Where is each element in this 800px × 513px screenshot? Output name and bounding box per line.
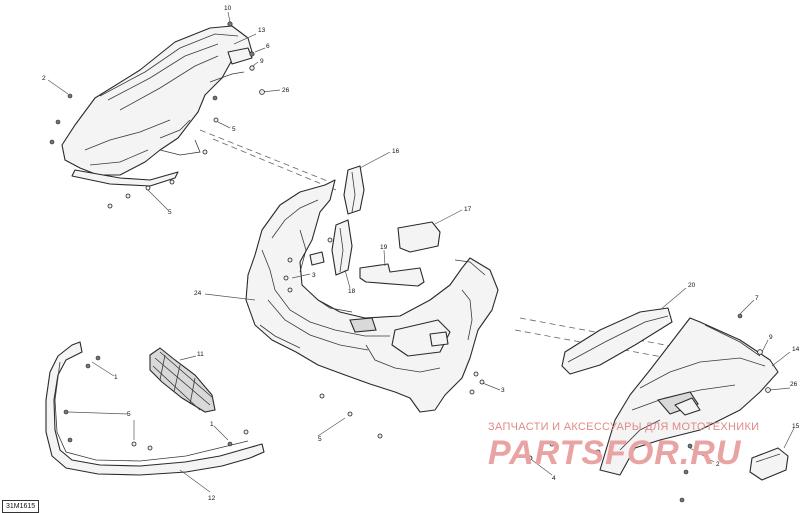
callout-14: 14 xyxy=(792,346,800,353)
nut-icon xyxy=(202,149,208,155)
callout-26: 26 xyxy=(282,87,290,94)
washer-icon xyxy=(765,387,771,393)
callout-2: 2 xyxy=(42,75,46,82)
foam-block-16 xyxy=(343,165,365,215)
nut-icon xyxy=(147,445,153,451)
callout-3: 3 xyxy=(501,387,505,394)
screw-icon xyxy=(49,139,55,145)
nut-icon xyxy=(131,441,137,447)
callout-19: 19 xyxy=(380,244,388,251)
callout-labels: 10 13 6 9 26 2 5 5 16 17 19 18 3 24 20 7… xyxy=(42,5,800,502)
lower-skid-plate xyxy=(599,317,779,476)
screw-icon xyxy=(95,355,101,361)
screw-icon xyxy=(227,21,233,27)
callout-1: 1 xyxy=(210,421,214,428)
callout-9: 9 xyxy=(769,334,773,341)
callout-12: 12 xyxy=(208,495,216,502)
screw-icon xyxy=(687,443,693,449)
screw-icon xyxy=(63,409,69,415)
callout-5: 5 xyxy=(127,411,131,418)
screw-icon xyxy=(227,441,233,447)
callout-13: 13 xyxy=(258,27,266,34)
screw-icon xyxy=(212,95,218,101)
callout-26: 26 xyxy=(790,381,798,388)
nut-icon xyxy=(347,411,353,417)
nut-icon xyxy=(327,237,333,243)
nut-icon xyxy=(243,429,249,435)
callout-1: 1 xyxy=(114,374,118,381)
screw-icon xyxy=(249,51,255,57)
nut-icon xyxy=(169,179,175,185)
callout-3: 3 xyxy=(312,272,316,279)
fasteners xyxy=(49,21,771,503)
nut-icon xyxy=(479,379,485,385)
screw-icon xyxy=(679,497,685,503)
screw-icon xyxy=(683,469,689,475)
front-fascia xyxy=(245,179,499,413)
alignment-lines xyxy=(199,129,693,363)
upper-fairing-panel xyxy=(61,25,253,187)
callout-24: 24 xyxy=(194,290,202,297)
screw-icon xyxy=(85,363,91,369)
nut-icon xyxy=(595,449,601,455)
callout-18: 18 xyxy=(348,288,356,295)
callout-17: 17 xyxy=(464,206,472,213)
bracket-15 xyxy=(749,447,789,481)
callout-10: 10 xyxy=(224,5,232,12)
callout-15: 15 xyxy=(792,423,800,430)
diagram-reference-code: 31M1615 xyxy=(2,500,40,513)
nut-icon xyxy=(213,117,219,123)
foam-pad-17 xyxy=(397,221,441,253)
watermark-logo: PARTSFOR.RU xyxy=(488,434,742,472)
foam-block-18 xyxy=(331,219,353,276)
nut-icon xyxy=(249,65,255,71)
nut-icon xyxy=(469,389,475,395)
callout-2: 2 xyxy=(716,461,720,468)
screw-icon xyxy=(67,437,73,443)
callout-9: 9 xyxy=(260,58,264,65)
nut-icon xyxy=(145,185,151,191)
nut-icon xyxy=(527,455,533,461)
washer-icon xyxy=(259,89,265,95)
callout-6: 6 xyxy=(266,43,270,50)
nut-icon xyxy=(473,371,479,377)
callout-5: 5 xyxy=(168,209,172,216)
nut-icon xyxy=(377,433,383,439)
callout-4: 4 xyxy=(552,475,556,482)
watermark: ЗАПЧАСТИ И АКСЕССУАРЫ ДЛЯ МОТОТЕХНИКИ PA… xyxy=(488,421,759,472)
nut-icon xyxy=(283,275,289,281)
watermark-tagline: ЗАПЧАСТИ И АКСЕССУАРЫ ДЛЯ МОТОТЕХНИКИ xyxy=(488,421,759,433)
screw-icon xyxy=(67,93,73,99)
bumper-bar xyxy=(45,341,265,476)
foam-block-20 xyxy=(561,307,673,375)
nut-icon xyxy=(287,257,293,263)
nut-icon xyxy=(287,287,293,293)
screw-icon xyxy=(737,313,743,319)
nut-icon xyxy=(107,203,113,209)
callout-20: 20 xyxy=(688,282,696,289)
nut-icon xyxy=(319,393,325,399)
callout-5: 5 xyxy=(232,126,236,133)
nut-icon xyxy=(549,441,555,447)
foam-strip-19 xyxy=(359,263,425,287)
grille-mesh xyxy=(149,347,216,413)
screw-icon xyxy=(55,119,61,125)
callout-16: 16 xyxy=(392,148,400,155)
nut-icon xyxy=(125,193,131,199)
callout-5: 5 xyxy=(318,436,322,443)
callout-7: 7 xyxy=(755,295,759,302)
callout-11: 11 xyxy=(197,351,204,358)
washer-icon xyxy=(757,349,763,355)
